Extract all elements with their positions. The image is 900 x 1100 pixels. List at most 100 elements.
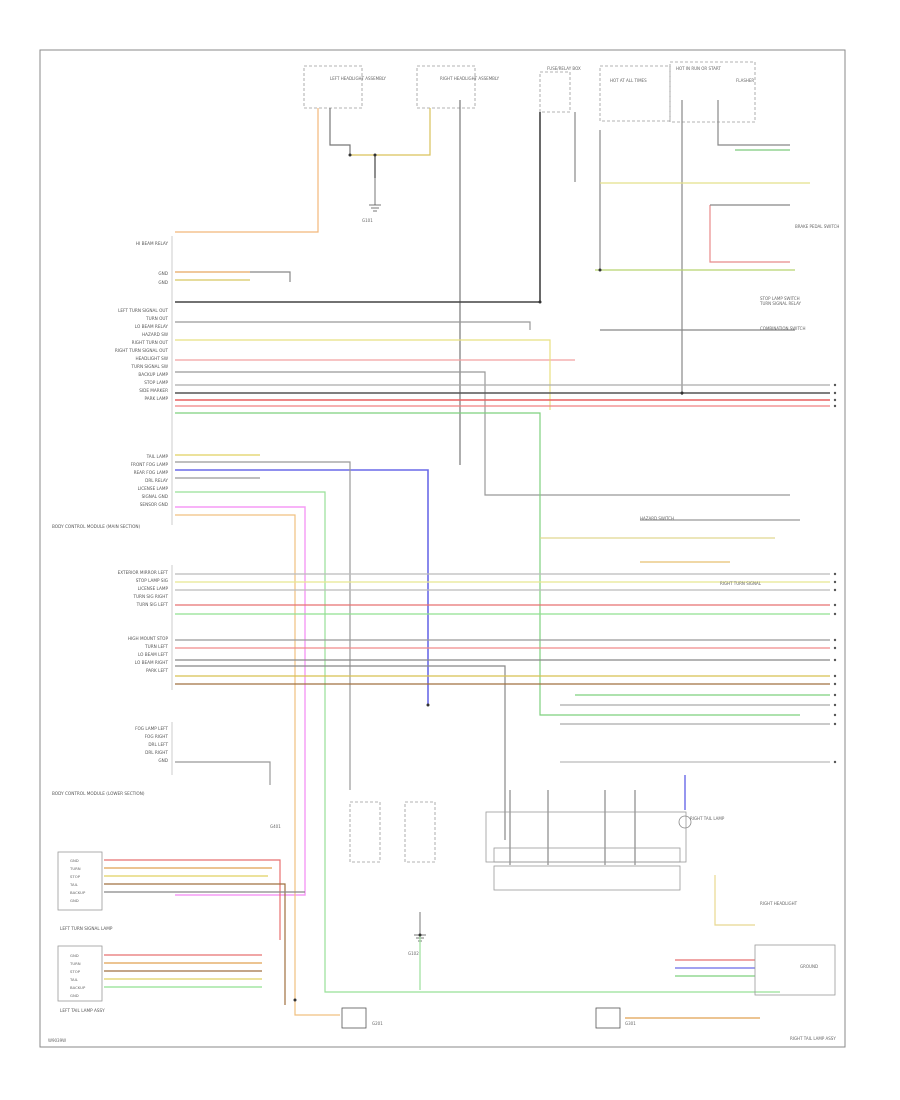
right-headlight-box (416, 65, 476, 109)
top-components: LEFT HEADLIGHT ASSEMBLY RIGHT HEADLIGHT … (303, 61, 839, 306)
wire-gray-3 (175, 321, 531, 330)
fuse-box-b (599, 65, 671, 122)
wire-gray-s4 (175, 761, 271, 785)
module-caption: BODY CONTROL MODULE (MAIN SECTION) (52, 524, 141, 529)
pin-label: GND (158, 758, 168, 763)
pin-label: GND (70, 953, 79, 958)
pin-label: GND (70, 858, 79, 863)
pin-label: DRL RELAY (145, 478, 168, 483)
pin-label: RIGHT TURN SIGNAL OUT (115, 348, 169, 353)
top-label-4: HOT AT ALL TIMES (610, 78, 647, 83)
right-labels: RIGHT TURN SIGNAL STOP LAMP SWITCH COMBI… (640, 296, 818, 969)
lower-left-box-2 (57, 945, 103, 1002)
pin-label: BACKUP (70, 985, 86, 990)
pin-label: DRL RIGHT (145, 750, 168, 755)
pin-label: TURN OUT (145, 316, 168, 321)
pin-label: FOG LAMP LEFT (135, 726, 168, 731)
wire-gray-s3-3 (175, 665, 506, 840)
pin-label: LO BEAM RIGHT (135, 660, 169, 665)
pin-label: GND (158, 271, 168, 276)
pin-label: RIGHT TURN OUT (132, 340, 169, 345)
fuse-box-c (669, 61, 756, 123)
wire-gray-1 (175, 371, 790, 496)
ground-label-2: G102 (408, 951, 419, 956)
pin-label: LO BEAM RELAY (135, 324, 169, 329)
ll-box-title-2: LEFT TAIL LAMP ASSY (60, 1008, 105, 1013)
pin-label: EXTERIOR MIRROR LEFT (118, 570, 169, 575)
top-label-1: LEFT HEADLIGHT ASSEMBLY (330, 76, 387, 81)
lower-left-box-1 (57, 851, 103, 911)
pin-label: GND (158, 280, 168, 285)
lamp-bulbs (493, 865, 681, 891)
pin-label: GND (70, 993, 79, 998)
pin-label: TURN (69, 866, 81, 871)
ground-symbols (341, 178, 621, 1029)
pin-label: TURN SIG LEFT (136, 602, 169, 607)
pin-label: GND (70, 898, 79, 903)
pin-label: STOP (70, 969, 81, 974)
lamp-left-component (349, 801, 381, 863)
right-label: COMBINATION SWITCH (760, 326, 805, 331)
wire-orange-v (175, 108, 319, 233)
pin-label: STOP LAMP (144, 380, 168, 385)
pin-label: PARK LAMP (144, 396, 168, 401)
wire-red-v (709, 205, 790, 263)
pin-label: SIGNAL GND (142, 494, 168, 499)
rear-combination-inner (493, 847, 681, 863)
pin-label: STOP (70, 874, 81, 879)
pin-label: TAIL (69, 882, 79, 887)
wire-orange-3 (175, 514, 340, 1016)
wire-yellow-rb (714, 875, 755, 926)
right-label: STOP LAMP SWITCH (760, 296, 800, 301)
fuse-box-a (539, 71, 571, 113)
ll-pins: GND TURN STOP TAIL BACKUP GND GND TURN S… (69, 858, 86, 998)
wire-gray-gnd (250, 271, 291, 282)
pin-label: TURN SIG RIGHT (132, 594, 168, 599)
pin-label: TURN SIGNAL SW (130, 364, 168, 369)
pin-label: BACKUP LAMP (138, 372, 168, 377)
pin-label: TAIL LAMP (146, 454, 169, 459)
pin-label: BACKUP (70, 890, 86, 895)
pin-label: SIDE MARKER (139, 388, 168, 393)
pin-label: SENSOR GND (140, 502, 168, 507)
pin-label: LO BEAM LEFT (138, 652, 168, 657)
top-label-6: FLASHER (736, 78, 754, 83)
ground-label-5: G401 (270, 824, 281, 829)
right-bottom-box (754, 944, 836, 996)
wire-black-tall (175, 112, 541, 303)
pin-label: LICENSE LAMP (138, 586, 169, 591)
edge-connectors (833, 383, 837, 764)
wire-green-2 (175, 412, 800, 716)
wire-green-3 (175, 491, 780, 993)
wire-yellow-1 (175, 339, 551, 410)
pin-label: DRL LEFT (148, 742, 168, 747)
pin-label: TAIL (69, 977, 79, 982)
module-caption-2: BODY CONTROL MODULE (LOWER SECTION) (52, 791, 145, 796)
top-label-3: FUSE/RELAY BOX (547, 66, 581, 71)
wire-gray-5 (175, 461, 351, 790)
splice-dots (293, 153, 684, 1002)
top-label-2: RIGHT HEADLIGHT ASSEMBLY (440, 76, 500, 81)
ll-box-title: LEFT TURN SIGNAL LAMP (60, 926, 113, 931)
module-labels: HI BEAM RELAY GND GND LEFT TURN SIGNAL O… (52, 241, 168, 796)
rear-combination-box (485, 811, 687, 863)
diagram-frame (39, 49, 846, 1048)
left-headlight-box (303, 65, 363, 109)
pin-label: TURN LEFT (144, 644, 168, 649)
pin-label: LEFT TURN SIGNAL OUT (118, 308, 168, 313)
wire-yellow-top (350, 108, 431, 156)
pin-label: HIGH MOUNT STOP (128, 636, 169, 641)
bulb-symbol (678, 815, 692, 829)
pin-label: HI BEAM RELAY (136, 241, 169, 246)
top-label-7: BRAKE PEDAL SWITCH (795, 224, 839, 229)
wire-gray-v1 (329, 108, 351, 155)
lamp-right-component (404, 801, 436, 863)
pin-label: REAR FOG LAMP (134, 470, 169, 475)
wire-brown-ll (104, 883, 286, 1005)
ground-label-3: G201 (372, 1021, 383, 1026)
top-label-5: HOT IN RUN OR START (676, 66, 721, 71)
pin-label: STOP LAMP SIG (136, 578, 168, 583)
bottom-right-caption: RIGHT TAIL LAMP ASSY (790, 1036, 836, 1041)
right-label: HAZARD SWITCH (640, 516, 674, 521)
footer-code: W9039W (48, 1038, 66, 1043)
